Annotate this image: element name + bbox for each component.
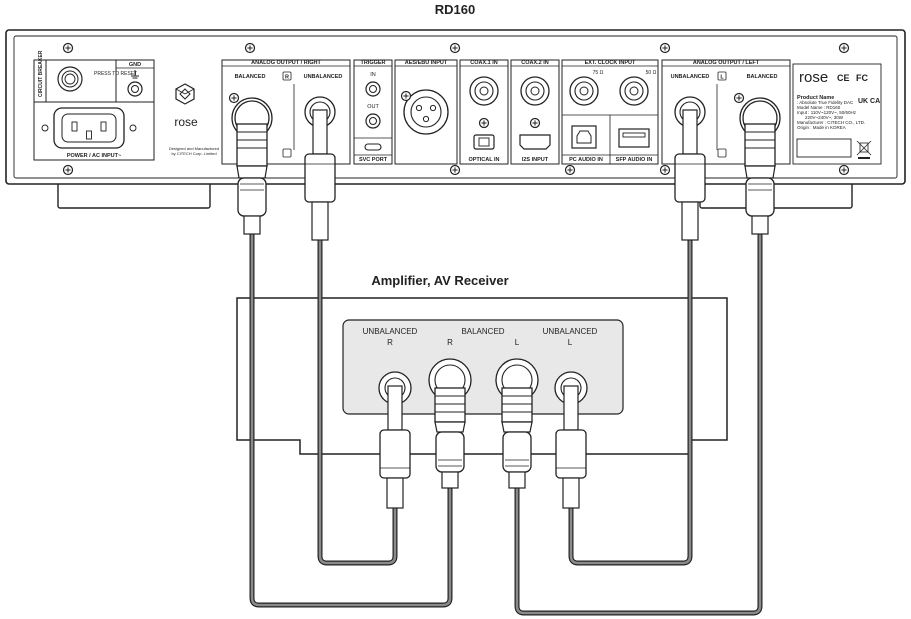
amp-unbalanced-r-label: UNBALANCED [363,327,418,336]
designed-by-label: Designed and Manufactured [169,146,219,151]
device-title: RD160 [435,2,475,17]
coax2-section: COAX.2 IN I2S INPUT [510,59,560,165]
coax2-jack[interactable] [520,76,550,106]
ukca-mark: UK CA [858,98,880,105]
gnd-terminal[interactable] [127,81,143,97]
sfp-port[interactable] [618,128,650,148]
xlr-plug-right-amp [434,387,466,489]
l-badge: L [720,75,724,81]
balanced-left-label: BALANCED [747,74,778,80]
trigger-in-jack[interactable] [365,81,381,97]
xlr-plug-right-device [234,100,270,235]
unbalanced-left-label: UNBALANCED [671,74,710,80]
amplifier-title: Amplifier, AV Receiver [371,273,508,288]
cables [249,229,763,616]
ground-icon [131,70,139,79]
balanced-right-label: BALANCED [235,74,266,80]
coax2-header: COAX.2 IN [521,60,549,66]
i2s-input-label: I2S INPUT [522,157,549,163]
amp-l-label: L [515,338,520,347]
press-to-reset-label: PRESS TO RESET [94,71,137,77]
clock-50-jack[interactable] [619,76,649,106]
coax1-jack[interactable] [469,76,499,106]
coax1-header: COAX.1 IN [470,60,498,66]
spec-label: rose CE FC Product Name : Absolute True … [792,63,882,165]
analog-left-header: ANALOG OUTPUT / LEFT [693,60,760,66]
amp-l2-label: L [568,338,573,347]
ohm75-label: 75 Ω [593,70,604,76]
rca-plug-right-amp [379,385,411,509]
product-name-value: : Absolute True Fidelity DAC [797,100,854,105]
clock-75-jack[interactable] [569,76,599,106]
power-section: CIRCUIT BREAKER PRESS TO RESET GND [33,50,155,161]
sfp-audio-in-label: SFP AUDIO IN [616,157,653,163]
origin: Origin : Made in KOREA [797,125,846,130]
amp-unbalanced-l-label: UNBALANCED [543,327,598,336]
pc-audio-in-label: PC AUDIO IN [569,157,603,163]
brand-logo: rose [799,69,828,86]
model-name: Model Name : RD160 [797,105,841,110]
ext-clock-section: EXT. CLOCK INPUT 75 Ω 50 Ω [561,59,659,165]
gnd-label: GND [129,62,141,68]
analog-output-left: ANALOG OUTPUT / LEFT UNBALANCED BALANCED… [661,59,791,165]
trigger-section: TRIGGER IN OUT SVC PORT [353,59,393,165]
ext-clock-header: EXT. CLOCK INPUT [585,60,636,66]
coax1-section: COAX.1 IN OPTICAL IN [459,59,509,165]
trigger-in-label: IN [370,72,376,78]
aes-xlr-input[interactable] [400,89,449,135]
analog-output-right: ANALOG OUTPUT / RIGHT BALANCED UNBALANCE… [221,59,351,165]
amp-r2-label: R [447,338,453,347]
xlr-plug-left-device [742,100,778,235]
aes-ebu-section: AES/EBU INPUT [394,59,458,165]
circuit-breaker-label: CIRCUIT BREAKER [38,50,44,97]
r-badge: R [285,75,289,81]
manufacturer: Manufacturer : CITECH CO., LTD. [797,120,865,125]
ce-mark: CE [837,73,850,83]
optical-in-label: OPTICAL IN [468,157,499,163]
usb-b-port[interactable] [571,125,597,149]
amplifier-panel: Amplifier, AV Receiver UNBALANCED R BALA… [236,273,728,455]
trigger-out-label: OUT [367,104,379,110]
input-spec-2: 220V~240V~, 30W [805,115,844,120]
input-spec-1: Input : 110V~120V~, 50/60Hz [797,110,857,115]
trigger-header: TRIGGER [360,60,385,66]
ohm50-label: 50 Ω [646,70,657,76]
ac-power-inlet[interactable] [41,107,137,149]
amp-balanced-label: BALANCED [461,327,504,336]
xlr-plug-left-amp [501,387,533,489]
aes-header: AES/EBU INPUT [405,60,448,66]
logo-text: rose [174,115,198,129]
i2s-hdmi-port[interactable] [519,134,551,150]
rca-plug-right-device [304,109,336,241]
amp-r-label: R [387,338,393,347]
weee-icon [856,140,872,159]
analog-right-header: ANALOG OUTPUT / RIGHT [251,60,321,66]
power-label: POWER / AC INPUT~ [67,153,121,159]
fc-mark: FC [856,73,868,83]
designed-by-label-2: by CITECH Corp. Limited [171,151,216,156]
product-name-label: Product Name [797,95,834,101]
rca-plug-left-device [674,109,706,241]
rose-logo: rose Designed and Manufactured by CITECH… [169,83,219,156]
unbalanced-right-label: UNBALANCED [304,74,343,80]
svc-port[interactable] [364,143,382,151]
svc-port-label: SVC PORT [359,157,388,163]
rca-plug-left-amp [555,385,587,509]
trigger-out-jack[interactable] [365,113,381,129]
